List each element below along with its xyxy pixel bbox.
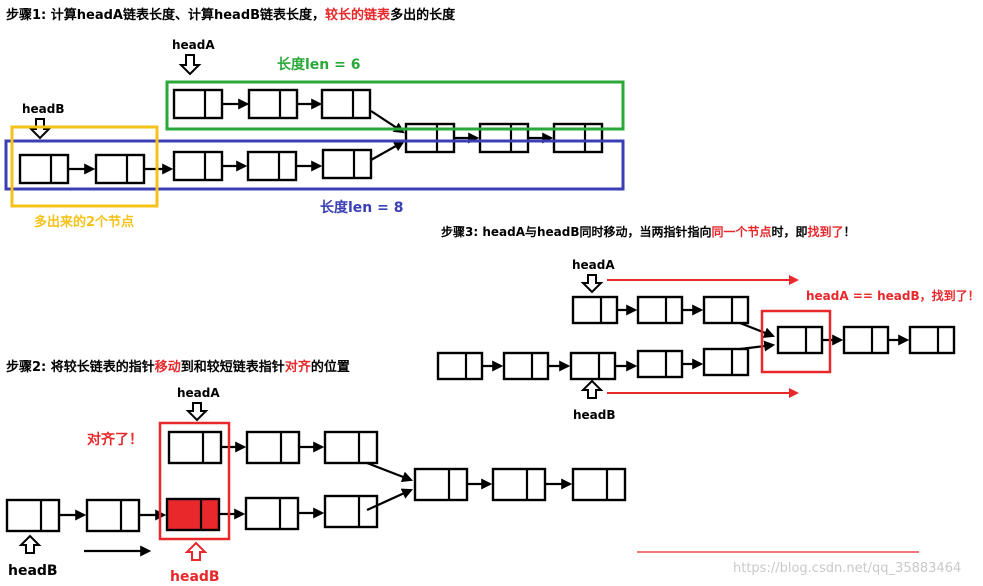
step3-link-arrow (739, 340, 776, 352)
step2-headB-origin-label: headB (8, 563, 58, 579)
step1-title-part-c: 多出的长度 (390, 7, 456, 23)
step1-listB-node-2 (94, 153, 146, 185)
step3-intersection-box (760, 309, 832, 374)
step1-title-part-b: 较长的链表 (325, 7, 391, 23)
watermark-text: https://blog.csdn.net/qq_35883464 (733, 561, 961, 576)
step1-headA-arrow-icon (178, 54, 202, 76)
step1-headB-label: headB (22, 102, 65, 116)
step1-link-arrow (370, 140, 405, 161)
step1-headA-label: headA (172, 38, 215, 52)
step1-listA-node-3 (320, 88, 372, 120)
step2-shared-node-2 (491, 467, 547, 502)
step3-title-part-b: 同一个节点 (712, 224, 772, 239)
step3-found-label: headA == headB，找到了！ (806, 288, 980, 303)
step2-aligned-label: 对齐了！ (87, 431, 143, 448)
step2-headB-moved-label: headB (170, 569, 220, 585)
step1-listB-length-box (4, 139, 625, 191)
step3-link-arrow (739, 321, 776, 338)
step3-listB-node-3 (569, 351, 617, 381)
step2-listB-node-5 (323, 494, 379, 529)
step3-listA-node-2 (636, 295, 684, 325)
step1-listB-node-5 (321, 148, 373, 180)
step2-headA-arrow-icon (185, 402, 209, 422)
step1-listA-node-1 (172, 88, 224, 120)
step3-listA-node-3 (702, 295, 750, 325)
step3-headA-arrow-icon (580, 274, 604, 294)
step3-listB-node-2 (502, 351, 550, 381)
step2-link-arrow (366, 488, 414, 512)
step2-listB-node-current (165, 497, 221, 532)
step2-aligned-box (158, 421, 231, 541)
step2-headB-origin-arrow-icon (18, 534, 42, 554)
step2-title: 步骤2: 将较长链表的指针移动到和较短链表指针对齐的位置 (6, 359, 350, 375)
step3-listA-node-1 (571, 295, 619, 325)
step2-title-part-e: 的位置 (311, 359, 350, 375)
step3-headB-label: headB (573, 408, 616, 422)
step2-shared-node-3 (571, 467, 627, 502)
step2-link-arrow (366, 461, 414, 482)
step1-title-part-a: 步骤1: 计算headA链表长度、计算headB链表长度， (6, 7, 325, 23)
step1-listB-length-label: 长度len = 8 (320, 199, 403, 216)
step2-title-part-b: 移动 (155, 359, 181, 375)
step3-title-part-e: ！ (844, 225, 856, 239)
step2-headB-moved-arrow-icon (184, 541, 208, 561)
step3-listB-node-1 (436, 351, 484, 381)
step1-extra-nodes-box (10, 125, 159, 208)
step2-listA-node-2 (245, 430, 301, 465)
step3-shared-node-3 (908, 325, 956, 355)
step2-headA-label: headA (177, 386, 220, 400)
step1-extra-nodes-label: 多出来的2个节点 (34, 214, 134, 230)
step3-listB-node-4 (636, 349, 684, 379)
step2-listB-node-4 (244, 496, 300, 531)
step3-title-part-c: 时，即 (772, 224, 808, 239)
step2-listB-node-2 (85, 498, 141, 533)
step1-listB-node-4 (246, 150, 298, 182)
step2-title-part-c: 到和较短链表指针 (181, 359, 285, 375)
step2-shared-node-1 (413, 467, 469, 502)
step3-title-part-d: 找到了 (808, 224, 844, 239)
step3-shared-node-1 (776, 325, 824, 355)
step2-listA-node-3 (323, 430, 379, 465)
step2-listA-node-1 (167, 430, 223, 465)
step3-headA-label: headA (572, 258, 615, 272)
step3-listB-node-5 (702, 347, 750, 377)
step2-title-part-a: 步骤2: 将较长链表的指针 (6, 359, 155, 375)
step1-title: 步骤1: 计算headA链表长度、计算headB链表长度，较长的链表多出的长度 (6, 7, 456, 23)
step1-listB-node-1 (18, 153, 70, 185)
step1-listA-length-box (165, 80, 625, 131)
step2-title-part-d: 对齐 (285, 359, 312, 375)
step3-shared-node-2 (842, 325, 890, 355)
step3-title: 步骤3: headA与headB同时移动，当两指针指向同一个节点时，即找到了！ (441, 224, 856, 239)
step1-listA-node-2 (247, 88, 299, 120)
step3-title-part-a: 步骤3: headA与headB同时移动，当两指针指向 (441, 224, 712, 239)
step2-listB-node-1 (5, 498, 61, 533)
step1-listB-node-3 (172, 150, 224, 182)
step3-headB-arrow-icon (580, 379, 604, 399)
step1-listA-length-label: 长度len = 6 (277, 56, 360, 73)
